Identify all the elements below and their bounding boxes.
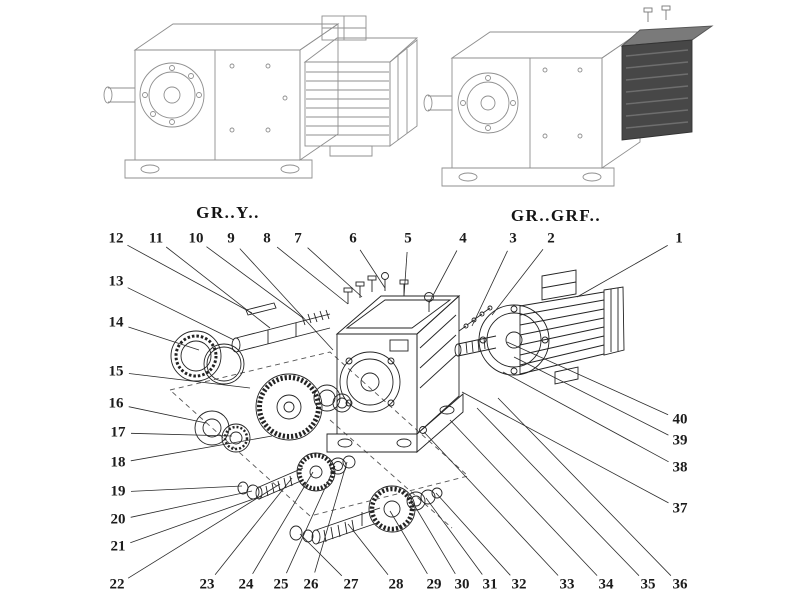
leader-line-15 bbox=[128, 373, 251, 389]
leader-line-40 bbox=[506, 341, 669, 416]
exploded-view-drawing bbox=[169, 269, 625, 545]
callout-17: 17 bbox=[108, 424, 128, 441]
callout-25: 25 bbox=[271, 576, 291, 593]
leader-line-3 bbox=[471, 250, 508, 327]
leader-line-39 bbox=[513, 356, 669, 436]
callout-30: 30 bbox=[452, 576, 472, 593]
leader-line-2 bbox=[491, 249, 544, 316]
callout-8: 8 bbox=[261, 230, 273, 247]
output-shaft-assembly bbox=[289, 485, 443, 545]
callout-36: 36 bbox=[670, 576, 690, 593]
leader-line-23 bbox=[214, 477, 293, 576]
callout-4: 4 bbox=[457, 230, 469, 247]
alignment-guides bbox=[169, 351, 469, 529]
callout-39: 39 bbox=[670, 432, 690, 449]
leader-line-27 bbox=[299, 533, 343, 577]
callout-37: 37 bbox=[670, 500, 690, 517]
top-fasteners bbox=[343, 272, 434, 312]
callout-16: 16 bbox=[106, 395, 126, 412]
leader-line-35 bbox=[476, 407, 640, 576]
callout-35: 35 bbox=[638, 576, 658, 593]
callout-28: 28 bbox=[386, 576, 406, 593]
callout-14: 14 bbox=[106, 314, 126, 331]
leader-line-5 bbox=[403, 251, 408, 297]
intermediate-shaft-assembly bbox=[237, 452, 356, 500]
callout-31: 31 bbox=[480, 576, 500, 593]
callout-7: 7 bbox=[292, 230, 304, 247]
leader-line-22 bbox=[127, 483, 281, 579]
callout-2: 2 bbox=[545, 230, 557, 247]
leader-line-8 bbox=[276, 246, 349, 305]
leader-line-37 bbox=[461, 391, 669, 504]
leader-line-25 bbox=[286, 465, 336, 574]
leader-line-26 bbox=[314, 461, 348, 573]
leader-line-29 bbox=[389, 510, 428, 575]
input-shaft bbox=[231, 302, 331, 353]
input-coupling bbox=[454, 305, 497, 357]
leader-line-19 bbox=[130, 485, 243, 492]
leader-line-10 bbox=[206, 246, 304, 319]
variant-label-gr-y: GR..Y.. bbox=[196, 203, 260, 222]
leader-line-33 bbox=[423, 431, 559, 576]
callout-3: 3 bbox=[507, 230, 519, 247]
callout-1: 1 bbox=[673, 230, 685, 247]
leader-line-38 bbox=[502, 371, 669, 463]
bearings bbox=[194, 410, 251, 453]
leader-line-12 bbox=[127, 244, 253, 314]
leader-line-4 bbox=[428, 250, 458, 304]
callout-32: 32 bbox=[509, 576, 529, 593]
leader-line-20 bbox=[130, 490, 253, 518]
leader-line-1 bbox=[576, 245, 668, 298]
leader-line-7 bbox=[307, 247, 363, 298]
callout-20: 20 bbox=[108, 511, 128, 528]
callout-5: 5 bbox=[402, 230, 414, 247]
leader-line-16 bbox=[128, 406, 207, 424]
leader-line-31 bbox=[425, 497, 483, 575]
leader-line-18 bbox=[130, 435, 273, 462]
callout-18: 18 bbox=[108, 454, 128, 471]
leader-line-36 bbox=[497, 397, 672, 576]
gearbox-housing bbox=[326, 294, 464, 453]
callout-40: 40 bbox=[670, 411, 690, 428]
leader-line-32 bbox=[435, 492, 511, 576]
gr-grf-drawing bbox=[423, 5, 714, 187]
leader-line-9 bbox=[239, 248, 334, 351]
leader-line-34 bbox=[449, 419, 598, 576]
gr-y-drawing bbox=[103, 15, 419, 179]
leader-line-13 bbox=[127, 287, 235, 341]
callout-34: 34 bbox=[596, 576, 616, 593]
variant-label-gr-grf: GR..GRF.. bbox=[510, 206, 602, 225]
callout-15: 15 bbox=[106, 363, 126, 380]
callout-23: 23 bbox=[197, 576, 217, 593]
callout-19: 19 bbox=[108, 483, 128, 500]
motor bbox=[478, 269, 625, 385]
leader-line-6 bbox=[359, 249, 386, 289]
callout-26: 26 bbox=[301, 576, 321, 593]
leader-line-21 bbox=[130, 495, 263, 544]
leader-line-30 bbox=[412, 502, 456, 575]
seal-and-cover-rings bbox=[170, 330, 245, 385]
callout-6: 6 bbox=[347, 230, 359, 247]
callout-21: 21 bbox=[108, 538, 128, 555]
leader-line-28 bbox=[347, 523, 389, 576]
main-gear bbox=[255, 373, 352, 441]
leader-line-14 bbox=[128, 326, 200, 351]
callout-27: 27 bbox=[341, 576, 361, 593]
leader-line-17 bbox=[130, 432, 233, 437]
callout-22: 22 bbox=[107, 576, 127, 593]
callout-12: 12 bbox=[106, 230, 126, 247]
callout-10: 10 bbox=[186, 230, 206, 247]
callout-11: 11 bbox=[146, 230, 166, 247]
leader-lines bbox=[127, 244, 672, 579]
callout-9: 9 bbox=[225, 230, 237, 247]
callout-29: 29 bbox=[424, 576, 444, 593]
callout-24: 24 bbox=[236, 576, 256, 593]
callout-38: 38 bbox=[670, 459, 690, 476]
leader-line-11 bbox=[165, 246, 271, 329]
callout-13: 13 bbox=[106, 273, 126, 290]
callout-33: 33 bbox=[557, 576, 577, 593]
leader-line-24 bbox=[252, 471, 314, 575]
